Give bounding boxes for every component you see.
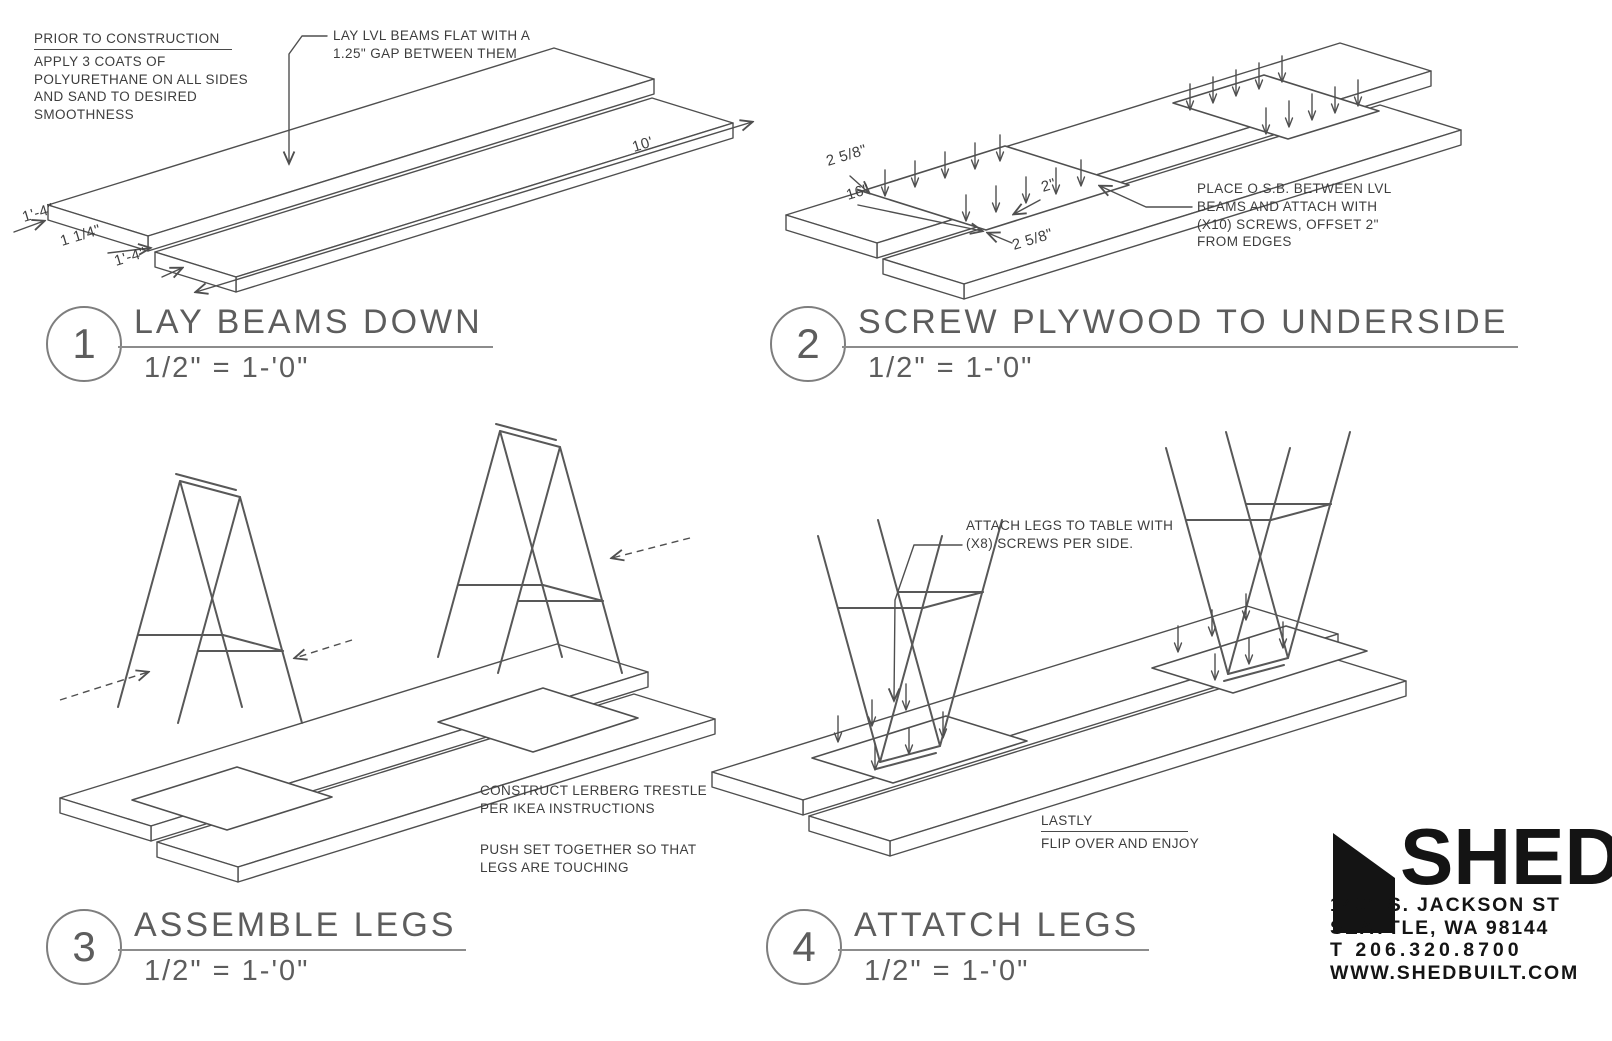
step3-number-bubble: 3 (46, 909, 122, 985)
dim-end-width-back: 1'-4" (20, 200, 56, 226)
shed-logo-block: SHED 1401 S. JACKSON ST SEATTLE, WA 9814… (1330, 812, 1612, 984)
dim-end-width-front: 1'-4" (112, 244, 148, 270)
shed-logo-mark (1333, 833, 1395, 933)
note-line: AND SAND TO DESIRED (34, 89, 198, 105)
note-line: LAY LVL BEAMS FLAT WITH A (333, 28, 531, 43)
note-line: (X10) SCREWS, OFFSET 2" (1197, 216, 1379, 232)
note-line: CONSTRUCT LERBERG TRESTLE (480, 783, 708, 798)
note-line: POLYURETHANE ON ALL SIDES (34, 71, 249, 87)
logo-phone: T 206.320.8700 (1330, 939, 1523, 962)
note-place-osb: PLACE O.S.B. BETWEEN LVL BEAMS AND ATTAC… (1197, 180, 1392, 251)
note-line: SMOOTHNESS (34, 107, 135, 123)
step1-title: LAY BEAMS DOWN (118, 303, 493, 348)
note-prior-to-construction: PRIOR TO CONSTRUCTION APPLY 3 COATS OF P… (34, 30, 248, 124)
note-construct-trestle: CONSTRUCT LERBERG TRESTLE PER IKEA INSTR… (480, 782, 707, 818)
dim-panel-width: 16" (844, 181, 871, 204)
note-line: LEGS ARE TOUCHING (480, 859, 629, 875)
step3-drawing (59, 423, 716, 883)
step3-title: ASSEMBLE LEGS (118, 906, 467, 951)
logo-website: WWW.SHEDBUILT.COM (1330, 961, 1580, 984)
step2-title: SCREW PLYWOOD TO UNDERSIDE (842, 303, 1519, 348)
note-line: FROM EDGES (1197, 234, 1292, 250)
step1-number-bubble: 1 (46, 306, 122, 382)
step4-title: ATTATCH LEGS (838, 906, 1150, 951)
step3-titleblock: 3 ASSEMBLE LEGS 1/2" = 1-'0" (46, 906, 467, 988)
note-line: ATTACH LEGS TO TABLE WITH (966, 518, 1174, 533)
step4-number: 4 (792, 923, 816, 970)
step2-number: 2 (796, 320, 820, 367)
note-line: 1.25" GAP BETWEEN THEM (333, 45, 518, 61)
dim-offset-top: 2 5/8" (824, 141, 869, 169)
dim-length: 10' (630, 133, 655, 155)
note-line: BEAMS AND ATTACH WITH (1197, 198, 1378, 214)
step4-drawing (711, 431, 1407, 857)
note-line: FLIP OVER AND ENJOY (1041, 835, 1200, 851)
note-lay-beams-gap: LAY LVL BEAMS FLAT WITH A 1.25" GAP BETW… (333, 27, 530, 63)
step2-drawing: 2 5/8" 16" 2" 2 5/8" (785, 42, 1462, 300)
note-line: PER IKEA INSTRUCTIONS (480, 800, 655, 816)
step3-scale: 1/2" = 1-'0" (144, 955, 310, 987)
step4-titleblock: 4 ATTATCH LEGS 1/2" = 1-'0" (766, 906, 1150, 988)
logo-address-line1: 1401 S. JACKSON ST (1330, 894, 1561, 917)
step3-number: 3 (72, 923, 96, 970)
step4-number-bubble: 4 (766, 909, 842, 985)
step2-scale: 1/2" = 1-'0" (868, 352, 1034, 384)
note-attach-legs: ATTACH LEGS TO TABLE WITH (X8) SCREWS PE… (966, 517, 1173, 553)
logo-name: SHED (1400, 812, 1612, 901)
note-line: PLACE O.S.B. BETWEEN LVL (1197, 181, 1392, 196)
dim-edge-offset: 2" (1039, 175, 1058, 196)
step1-number: 1 (72, 320, 96, 367)
step1-scale: 1/2" = 1-'0" (144, 352, 310, 384)
note-line: APPLY 3 COATS OF (34, 53, 166, 69)
step4-scale: 1/2" = 1-'0" (864, 955, 1030, 987)
note-prior-heading: PRIOR TO CONSTRUCTION (34, 30, 232, 50)
step1-titleblock: 1 LAY BEAMS DOWN 1/2" = 1-'0" (46, 303, 493, 385)
note-push-together: PUSH SET TOGETHER SO THAT LEGS ARE TOUCH… (480, 841, 697, 877)
step2-number-bubble: 2 (770, 306, 846, 382)
note-lastly: LASTLY FLIP OVER AND ENJOY (1041, 812, 1199, 853)
note-lastly-heading: LASTLY (1041, 812, 1188, 832)
step2-titleblock: 2 SCREW PLYWOOD TO UNDERSIDE 1/2" = 1-'0… (770, 303, 1519, 385)
note-line: PUSH SET TOGETHER SO THAT (480, 842, 697, 857)
logo-address-line2: SEATTLE, WA 98144 (1330, 916, 1550, 939)
note-line: (X8) SCREWS PER SIDE. (966, 535, 1134, 551)
